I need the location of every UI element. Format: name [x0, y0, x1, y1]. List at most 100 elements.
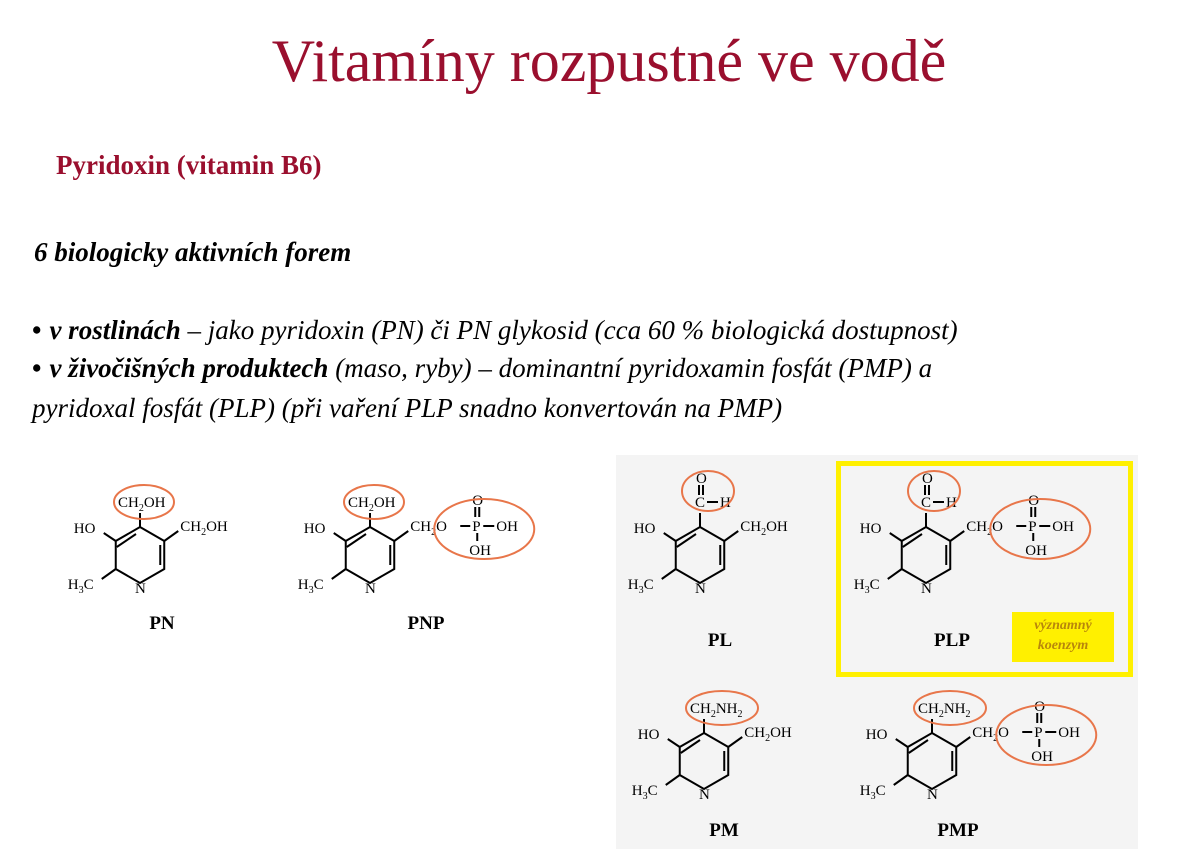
oxygen-label: O	[1034, 699, 1045, 715]
nitrogen-label: N	[135, 581, 146, 597]
side-ch2oh-label: CH2OH	[744, 725, 792, 744]
nitrogen-label: N	[695, 581, 706, 597]
bullet-animal-bold: v živočišných produktech	[49, 353, 329, 383]
bond-ho	[103, 532, 117, 542]
section-heading: Pyridoxin (vitamin B6)	[56, 150, 322, 180]
ho-label: HO	[634, 521, 656, 537]
bond-ho	[663, 532, 677, 542]
side-ch2oh-label: CH2OH	[180, 519, 228, 538]
molecule-label-pn: PN	[149, 613, 175, 634]
molecule-label-pnp: PNP	[407, 613, 445, 634]
highlight-ring	[343, 484, 405, 520]
bond-side	[393, 530, 409, 542]
molecule-label-plp: PLP	[934, 630, 970, 651]
nitrogen-label: N	[921, 581, 932, 597]
bullet-animal-continuation: pyridoxal fosfát (PLP) (při vaření PLP s…	[32, 393, 783, 423]
ch2oh-label: CH2OH	[348, 495, 396, 514]
pyridine-ring	[344, 525, 396, 585]
methyl-label: H3C	[628, 577, 654, 596]
bullet-animal-text: (maso, ryby) – dominantní pyridoxamin fo…	[328, 353, 933, 383]
molecule-label-pmp: PMP	[937, 820, 979, 841]
ho-label: HO	[860, 521, 882, 537]
ring-double-bond	[116, 533, 137, 548]
methyl-label: H3C	[68, 577, 94, 596]
bond-methyl	[661, 568, 677, 580]
side-ch2o-label: CH2O	[972, 725, 1009, 744]
coenzyme-badge-line1: významný	[1034, 618, 1092, 633]
bullet-marker: •	[32, 315, 42, 345]
coenzyme-badge: významný koenzym	[1012, 612, 1114, 662]
oxygen-label: O	[922, 471, 933, 487]
coenzyme-badge-line2: koenzym	[1037, 638, 1089, 653]
ring-double-bond	[676, 533, 697, 548]
carbon-label: C	[921, 495, 931, 511]
bond-ho	[333, 532, 347, 542]
carbon-label: C	[695, 495, 705, 511]
hydrogen-label: H	[946, 495, 957, 511]
ch2nh2-label: CH2NH2	[918, 701, 971, 720]
slide-title: Vitamíny rozpustné ve vodě	[271, 28, 947, 94]
bond-ho	[889, 532, 903, 542]
bond-methyl	[893, 774, 909, 786]
pyridine-ring	[114, 525, 166, 585]
highlight-ring	[681, 470, 735, 512]
nitrogen-label: N	[699, 787, 710, 803]
methyl-label: H3C	[860, 783, 886, 802]
hydroxyl-label: OH	[1058, 725, 1080, 741]
bond-methyl	[887, 568, 903, 580]
methyl-label: H3C	[632, 783, 658, 802]
bond-side	[727, 736, 743, 748]
highlight-ring	[907, 470, 961, 512]
side-ch2oh-label: CH2OH	[740, 519, 788, 538]
bond-side	[163, 530, 179, 542]
pyridine-ring	[678, 731, 730, 791]
hydroxyl-label: OH	[496, 519, 518, 535]
ch2oh-label: CH2OH	[118, 495, 166, 514]
oxygen-label: O	[1028, 493, 1039, 509]
ring-double-bond	[902, 533, 923, 548]
bullet-marker: •	[32, 353, 42, 383]
pyridine-ring	[674, 525, 726, 585]
hydrogen-label: H	[720, 495, 731, 511]
molecule-pnp: N HO H3C CH2OH CH2O P OH O OH	[298, 484, 536, 597]
molecule-label-pm: PM	[709, 820, 739, 841]
hydroxyl-label: OH	[1025, 543, 1047, 559]
bond-side	[955, 736, 971, 748]
nitrogen-label: N	[365, 581, 376, 597]
oxygen-label: O	[472, 493, 483, 509]
bond-ho	[667, 738, 681, 748]
hydroxyl-label: OH	[1031, 749, 1053, 765]
phosphorus-label: P	[1034, 725, 1042, 741]
ho-label: HO	[304, 521, 326, 537]
hydroxyl-label: OH	[1052, 519, 1074, 535]
highlight-ring	[433, 498, 536, 560]
hydroxyl-label: OH	[469, 543, 491, 559]
methyl-label: H3C	[298, 577, 324, 596]
bullet-plants-bold: v rostlinách	[49, 315, 181, 345]
bullet-animal: •v živočišných produktech (maso, ryby) –…	[32, 353, 932, 384]
side-ch2o-label: CH2O	[410, 519, 447, 538]
bond-side	[723, 530, 739, 542]
bond-ho	[895, 738, 909, 748]
bond-methyl	[665, 774, 681, 786]
pyridine-ring	[906, 731, 958, 791]
bond-side	[949, 530, 965, 542]
phosphorus-label: P	[1028, 519, 1036, 535]
highlight-ring	[913, 690, 987, 726]
ch2nh2-label: CH2NH2	[690, 701, 743, 720]
highlight-ring	[989, 498, 1092, 560]
molecule-label-pl: PL	[707, 630, 733, 651]
bullet-plants-text: – jako pyridoxin (PN) či PN glykosid (cc…	[180, 315, 958, 345]
highlight-ring	[685, 690, 759, 726]
methyl-label: H3C	[854, 577, 880, 596]
bullet-plants: •v rostlinách – jako pyridoxin (PN) či P…	[32, 315, 958, 346]
phosphorus-label: P	[472, 519, 480, 535]
highlight-ring	[113, 484, 175, 520]
ring-double-bond	[908, 739, 929, 754]
plp-highlight-box	[836, 461, 1133, 677]
highlight-ring	[995, 704, 1098, 766]
